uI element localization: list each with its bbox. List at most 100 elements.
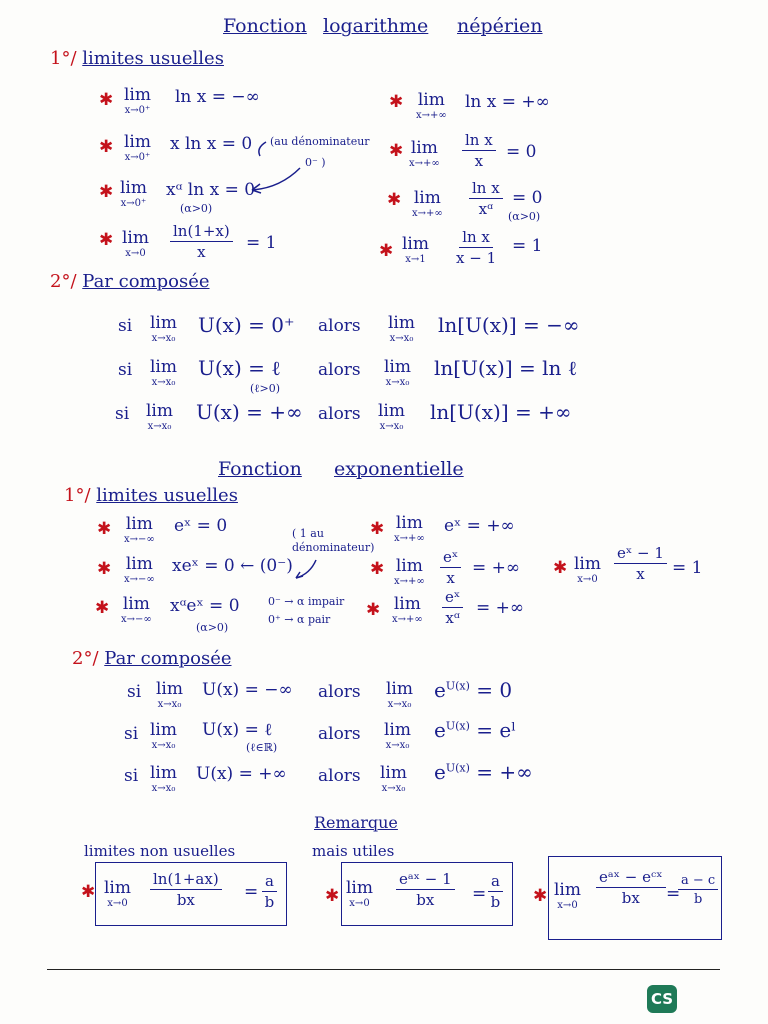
note: dénominateur) [292,541,375,554]
si-word: si [124,766,139,786]
limit-result: = 0 [512,188,543,208]
limit-result: eU(x) = +∞ [434,760,533,784]
limit-expression: xᵅeˣ = 0 [170,596,240,616]
section-heading: 2°/ Par composée [72,650,232,668]
star-bullet: ✱ [97,559,112,579]
formula-box [548,856,722,940]
star-bullet: ✱ [325,886,340,906]
star-bullet: ✱ [99,137,114,157]
section-number: 1°/ [64,485,91,506]
si-word: si [118,316,133,336]
alors-word: alors [318,360,361,380]
limit-result: eU(x) = eˡ [434,718,517,742]
limit-result: = 1 [246,233,277,253]
condition: (α>0) [508,210,541,223]
star-bullet: ✱ [553,558,568,578]
limit-expression: ln x = −∞ [175,87,260,107]
star-bullet: ✱ [389,92,404,112]
section-heading: 2°/ Par composée [50,273,210,291]
si-word: si [118,360,133,380]
section-label: limites usuelles [82,48,224,69]
limit-expression: eˣ = 0 [174,516,228,536]
condition: (ℓ>0) [250,382,281,395]
star-bullet: ✱ [81,882,96,902]
note: ( 1 au [292,527,324,540]
remarque-label: mais utiles [312,842,395,860]
section-heading: 1°/ limites usuelles [50,50,224,68]
star-bullet: ✱ [370,519,385,539]
star-bullet: ✱ [97,519,112,539]
limit-expression: x ln x = 0 [170,134,253,154]
title-word: exponentielle [334,458,464,480]
limit-expression: eˣ = +∞ [444,516,515,536]
limit-result: eU(x) = 0 [434,678,513,702]
section-label: Par composée [82,271,210,292]
limit-result: ln[U(x)] = ln ℓ [434,356,578,380]
alors-word: alors [318,404,361,424]
star-bullet: ✱ [387,190,402,210]
star-bullet: ✱ [533,886,548,906]
limit-expression: U(x) = +∞ [196,764,287,784]
limit-result: = 1 [672,558,703,578]
si-word: si [127,682,142,702]
limit-result: ln[U(x)] = +∞ [430,400,572,424]
equals: = [244,882,259,902]
equals: = [666,884,681,904]
section-number: 2°/ [72,648,99,669]
alors-word: alors [318,316,361,336]
section-heading: 1°/ limites usuelles [64,487,238,505]
limit-expression: xᵅ ln x = 0 [166,180,256,200]
note: 0⁻ → α impair [268,595,345,608]
equals: = [472,884,487,904]
bottom-rule [47,969,720,970]
limit-expression: U(x) = 0⁺ [198,313,295,337]
limit-result: = 1 [512,236,543,256]
camscanner-logo: CS [647,985,677,1013]
condition: (ℓ∈ℝ) [246,741,278,754]
note: (au dénominateur [270,135,370,148]
star-bullet: ✱ [379,241,394,261]
star-bullet: ✱ [99,230,114,250]
title-word: Fonction [223,15,307,37]
si-word: si [124,724,139,744]
limit-expression: U(x) = ℓ [198,356,281,380]
limit-result: = +∞ [476,598,525,618]
star-bullet: ✱ [95,598,110,618]
star-bullet: ✱ [370,559,385,579]
note: 0⁺ → α pair [268,613,331,626]
limit-result: = +∞ [472,558,521,578]
formula-box [341,862,513,926]
